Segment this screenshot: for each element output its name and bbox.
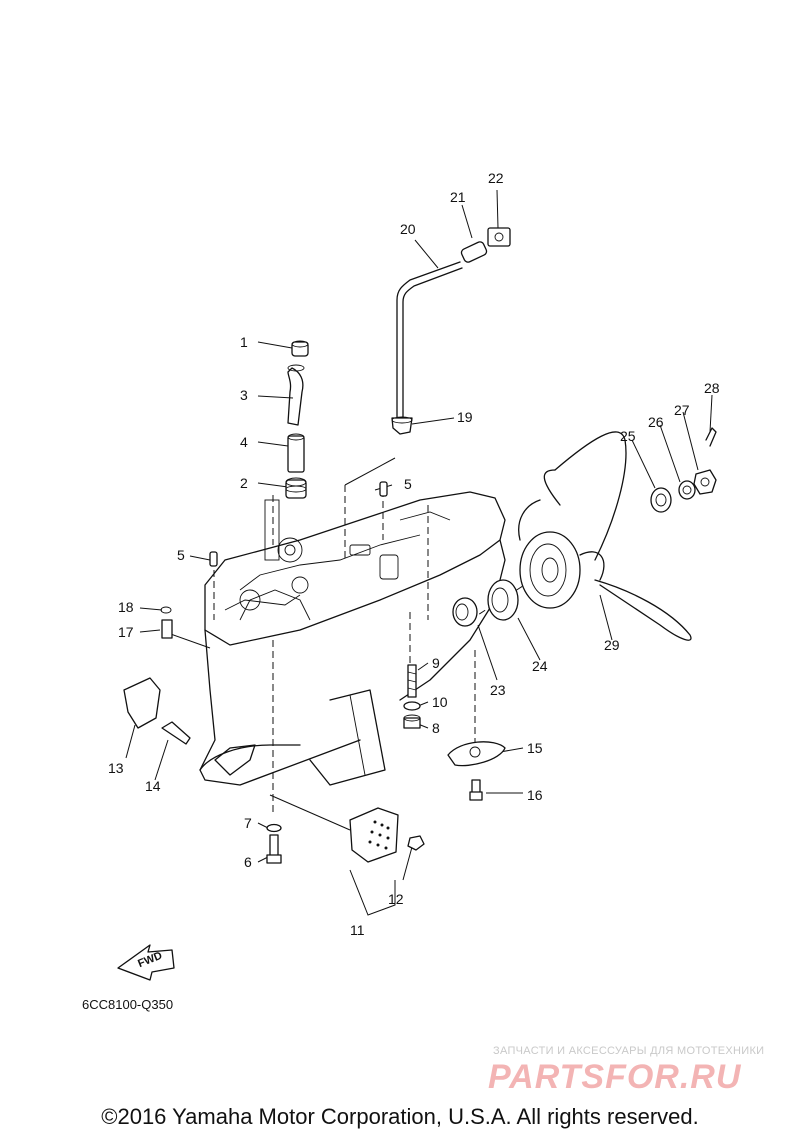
watermark-subtitle: ЗАПЧАСТИ И АКСЕССУАРЫ ДЛЯ МОТОТЕХНИКИ [493, 1045, 765, 1057]
callout-7: 7 [244, 815, 252, 831]
callout-10: 10 [432, 694, 448, 710]
callout-11: 11 [350, 922, 365, 938]
callout-14: 14 [145, 778, 161, 794]
callout-13: 13 [108, 760, 124, 776]
leader-lines [125, 189, 713, 916]
callout-27: 27 [674, 402, 690, 418]
anodes [123, 677, 506, 863]
fwd-arrow-icon: FWD [117, 944, 175, 981]
callout-29: 29 [604, 637, 620, 653]
callout-16: 16 [527, 787, 543, 803]
callout-26: 26 [648, 414, 664, 430]
callout-15: 15 [527, 740, 543, 756]
callout-17: 17 [118, 624, 134, 640]
callout-9: 9 [432, 655, 440, 671]
callout-4: 4 [240, 434, 248, 450]
dowel-pins [209, 481, 388, 567]
callout-22: 22 [488, 170, 504, 186]
fasteners [160, 606, 483, 864]
propeller-assembly [452, 427, 717, 641]
callout-18: 18 [118, 599, 134, 615]
callout-8: 8 [432, 720, 440, 736]
shift-parts [285, 227, 511, 499]
callout-labels: 1 2 3 4 5 5 6 7 8 9 10 11 12 13 14 15 16… [108, 170, 720, 938]
callout-28: 28 [704, 380, 720, 396]
callout-25: 25 [620, 428, 636, 444]
callout-6: 6 [244, 854, 252, 870]
callout-5-upper: 5 [404, 476, 412, 492]
callout-2: 2 [240, 475, 248, 491]
callout-20: 20 [400, 221, 416, 237]
callout-1: 1 [240, 334, 248, 350]
callout-23: 23 [490, 682, 506, 698]
lower-casing [199, 491, 506, 786]
callout-12: 12 [388, 891, 404, 907]
copyright-notice: ©2016 Yamaha Motor Corporation, U.S.A. A… [101, 1104, 699, 1129]
callout-3: 3 [240, 387, 248, 403]
callout-19: 19 [457, 409, 473, 425]
diagram-code: 6CC8100-Q350 [82, 997, 174, 1012]
callout-24: 24 [532, 658, 548, 674]
callout-5-lower: 5 [177, 547, 185, 563]
watermark-logo: PARTSFOR.RU [488, 1058, 742, 1096]
callout-21: 21 [450, 189, 466, 205]
assembly-lines [213, 485, 541, 815]
